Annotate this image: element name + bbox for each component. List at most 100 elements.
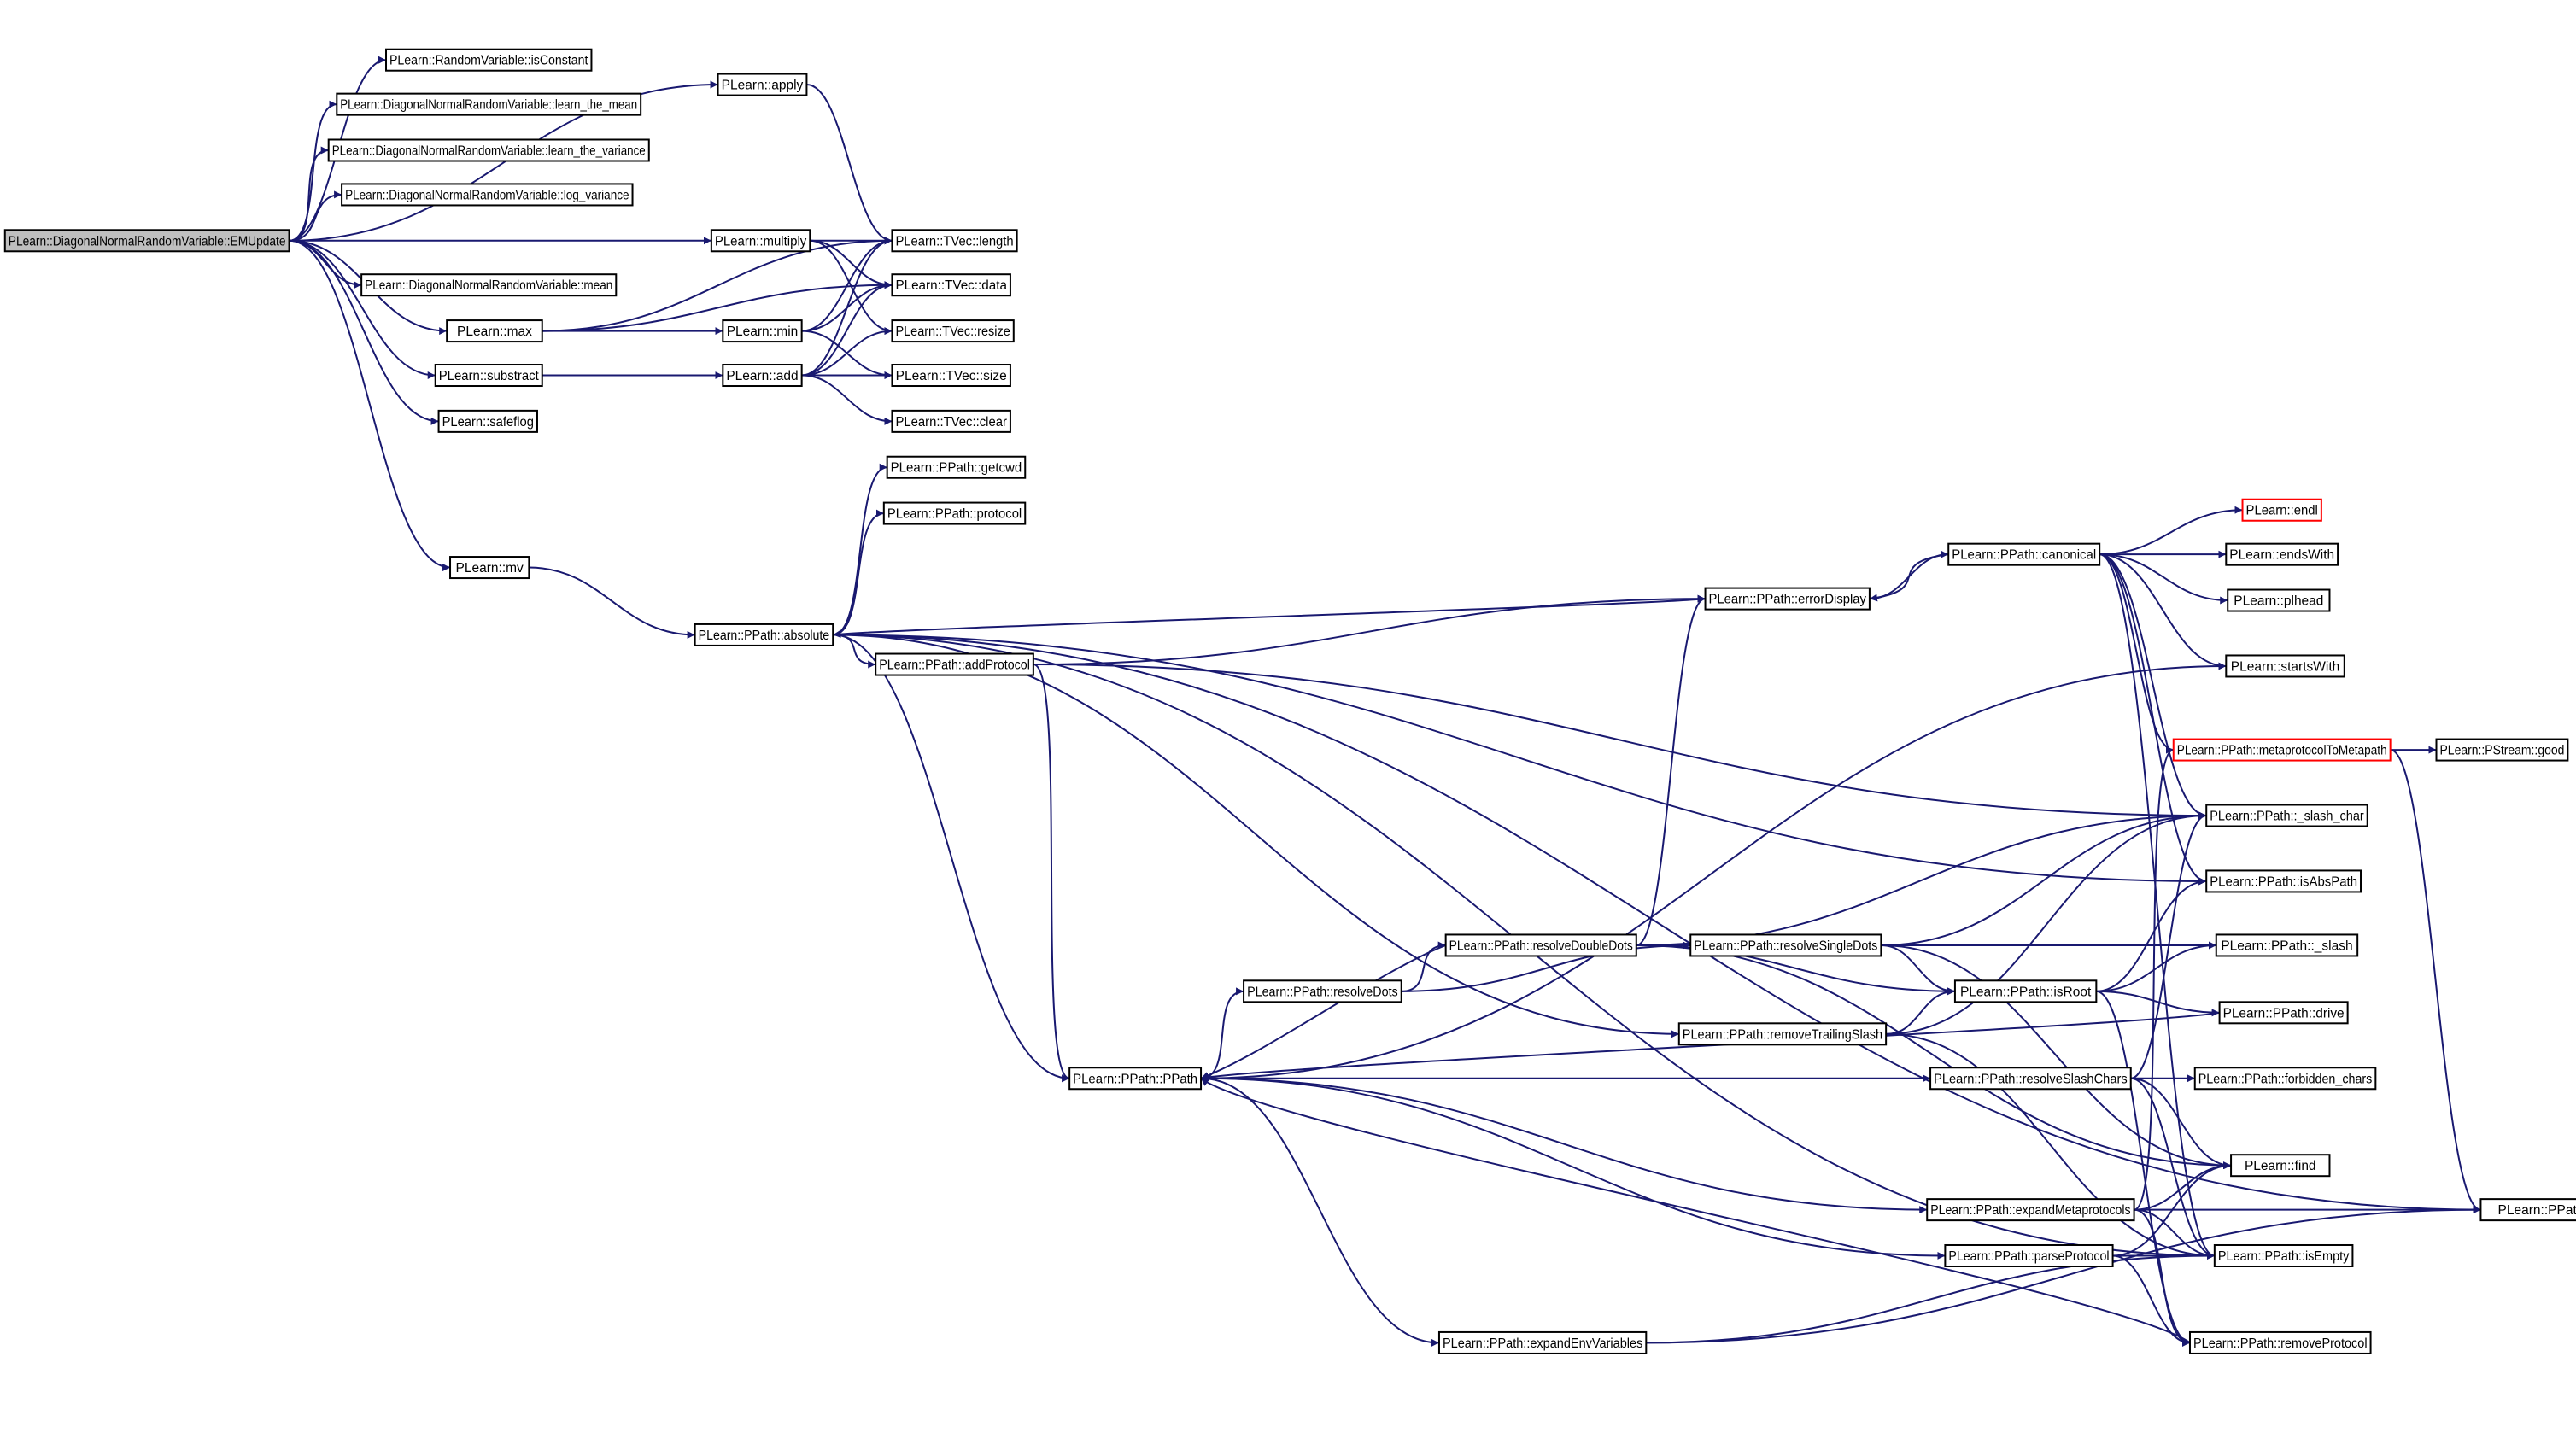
- call-edge-resolvedoubledots-to-find: [1636, 944, 2232, 1170]
- node-removeprotocol[interactable]: PLearn::PPath::removeProtocol: [2188, 1330, 2372, 1354]
- node-expandmeta[interactable]: PLearn::PPath::expandMetaprotocols: [1926, 1198, 2135, 1222]
- node-isroot[interactable]: PLearn::PPath::isRoot: [1953, 979, 2098, 1003]
- node-box: [385, 48, 593, 72]
- call-edge-add-to-clear: [801, 374, 893, 425]
- node-isempty[interactable]: PLearn::PPath::isEmpty: [2213, 1243, 2354, 1267]
- node-label: PLearn::DiagonalNormalRandomVariable::le…: [332, 143, 646, 158]
- node-learnvar[interactable]: PLearn::DiagonalNormalRandomVariable::le…: [327, 138, 650, 162]
- node-clear[interactable]: PLearn::TVec::clear: [891, 409, 1011, 433]
- node-box: [3, 229, 290, 253]
- node-box: [891, 319, 1015, 343]
- node-find[interactable]: PLearn::find: [2230, 1154, 2331, 1178]
- node-resolveslashchars[interactable]: PLearn::PPath::resolveSlashChars: [1929, 1067, 2132, 1091]
- node-protocol[interactable]: PLearn::PPath::protocol: [882, 501, 1027, 525]
- node-data[interactable]: PLearn::TVec::data: [891, 273, 1011, 297]
- call-edge-resolvedots-to-resolvedoubledots: [1401, 941, 1446, 992]
- node-add[interactable]: PLearn::add: [722, 364, 803, 388]
- node-apply[interactable]: PLearn::apply: [717, 73, 808, 96]
- node-resize[interactable]: PLearn::TVec::resize: [891, 319, 1015, 343]
- call-edge-canonical-to-slashchar: [2099, 553, 2207, 820]
- node-box: [2479, 1198, 2576, 1222]
- node-removetrailingslash[interactable]: PLearn::PPath::removeTrailingSlash: [1677, 1022, 1888, 1046]
- call-edge-removetrailingslash-to-slashchar: [1886, 811, 2207, 1035]
- node-label: PLearn::DiagonalNormalRandomVariable::EM…: [9, 234, 286, 249]
- node-label: PLearn::PPath::expandEnvVariables: [1443, 1336, 1643, 1351]
- node-label: PLearn::RandomVariable::isConstant: [389, 54, 588, 68]
- node-drive[interactable]: PLearn::PPath::drive: [2218, 1001, 2349, 1025]
- node-layer: PLearn::DiagonalNormalRandomVariable::EM…: [3, 48, 2576, 1354]
- call-edge-resolveslashchars-to-slashchar: [2130, 811, 2207, 1079]
- call-edge-isroot-to-drive: [2096, 990, 2220, 1017]
- node-resolvedoubledots[interactable]: PLearn::PPath::resolveDoubleDots: [1444, 933, 1637, 957]
- node-startswith[interactable]: PLearn::startsWith: [2225, 654, 2345, 678]
- node-forbiddenchars[interactable]: PLearn::PPath::forbidden_chars: [2193, 1067, 2377, 1091]
- node-box: [1677, 1022, 1888, 1046]
- node-substract[interactable]: PLearn::substract: [434, 364, 543, 388]
- node-getcwd[interactable]: PLearn::PPath::getcwd: [886, 455, 1027, 479]
- node-box: [2213, 1243, 2354, 1267]
- call-edge-ppath-to-parseprotocol: [1201, 1077, 1946, 1260]
- call-edge-resolvesingledots-to-find: [1881, 944, 2232, 1170]
- node-learnmean[interactable]: PLearn::DiagonalNormalRandomVariable::le…: [336, 92, 642, 116]
- node-label: PLearn::PPath::isEmpty: [2218, 1249, 2350, 1264]
- call-edge-add-to-data: [801, 281, 893, 377]
- node-canonical[interactable]: PLearn::PPath::canonical: [1947, 542, 2101, 566]
- node-label: PLearn::PPath::PPath: [1073, 1072, 1197, 1086]
- node-resolvesingledots[interactable]: PLearn::PPath::resolveSingleDots: [1689, 933, 1882, 957]
- node-length[interactable]: PLearn::TVec::length: [891, 229, 1018, 253]
- node-box: [710, 229, 811, 253]
- node-label: PLearn::plhead: [2234, 594, 2323, 609]
- node-absolute[interactable]: PLearn::PPath::absolute: [694, 623, 834, 646]
- node-endswith[interactable]: PLearn::endsWith: [2225, 542, 2339, 566]
- node-logvar[interactable]: PLearn::DiagonalNormalRandomVariable::lo…: [341, 183, 634, 207]
- node-size[interactable]: PLearn::TVec::size: [891, 364, 1011, 388]
- call-edge-canonical-to-isempty: [2099, 553, 2216, 1260]
- node-ppath[interactable]: PLearn::PPath::PPath: [1068, 1067, 1203, 1091]
- node-expandenv[interactable]: PLearn::PPath::expandEnvVariables: [1437, 1330, 1648, 1354]
- call-edge-parseprotocol-to-find: [2112, 1161, 2232, 1257]
- node-label: PLearn::DiagonalNormalRandomVariable::me…: [365, 278, 612, 293]
- call-edge-ppath-to-resolvedots: [1200, 987, 1244, 1079]
- node-multiply[interactable]: PLearn::multiply: [710, 229, 811, 253]
- node-label: PLearn::PPath::resolveDots: [1247, 985, 1398, 999]
- node-endl[interactable]: PLearn::endl: [2241, 498, 2322, 522]
- node-isabspath[interactable]: PLearn::PPath::isAbsPath: [2205, 869, 2362, 893]
- node-box: [2218, 1001, 2349, 1025]
- node-mean[interactable]: PLearn::DiagonalNormalRandomVariable::me…: [360, 273, 618, 297]
- call-edge-removetrailingslash-to-isroot: [1886, 987, 1955, 1035]
- node-box: [1243, 979, 1402, 1003]
- node-mv[interactable]: PLearn::mv: [449, 556, 530, 580]
- node-label: PLearn::PPath::expandMetaprotocols: [1930, 1203, 2131, 1218]
- node-box: [875, 652, 1034, 676]
- node-label: PLearn::PPath::drive: [2223, 1006, 2345, 1020]
- call-edge-expandmeta-to-metaproto: [2134, 746, 2175, 1211]
- node-slashchar[interactable]: PLearn::PPath::_slash_char: [2205, 804, 2368, 827]
- node-plhead[interactable]: PLearn::plhead: [2227, 588, 2331, 612]
- node-good[interactable]: PLearn::PStream::good: [2435, 738, 2569, 762]
- call-edge-emupdate-to-substract: [289, 239, 436, 379]
- call-edge-parseprotocol-to-removeprotocol: [2112, 1254, 2191, 1347]
- node-min[interactable]: PLearn::min: [722, 319, 803, 343]
- node-addprotocol[interactable]: PLearn::PPath::addProtocol: [875, 652, 1034, 676]
- node-box: [1704, 587, 1871, 611]
- call-edge-resolveslashchars-to-isempty: [2130, 1077, 2215, 1260]
- call-edge-resolvedoubledots-to-slashchar: [1636, 811, 2207, 946]
- node-label: PLearn::startsWith: [2231, 659, 2340, 674]
- node-safeflog[interactable]: PLearn::safeflog: [437, 409, 538, 433]
- node-box: [1944, 1243, 2114, 1267]
- node-metaproto[interactable]: PLearn::PPath::metaprotocolToMetapath: [2172, 738, 2392, 762]
- call-edge-errordisplay-to-absolute: [833, 598, 1706, 638]
- node-errordisplay[interactable]: PLearn::PPath::errorDisplay: [1704, 587, 1871, 611]
- node-isconstant[interactable]: PLearn::RandomVariable::isConstant: [385, 48, 593, 72]
- node-box: [717, 73, 808, 96]
- node-resolvedots[interactable]: PLearn::PPath::resolveDots: [1243, 979, 1402, 1003]
- node-box: [694, 623, 834, 646]
- node-label: PLearn::PPath::_slash_char: [2210, 810, 2364, 824]
- node-emupdate[interactable]: PLearn::DiagonalNormalRandomVariable::EM…: [3, 229, 290, 253]
- node-max[interactable]: PLearn::max: [446, 319, 543, 343]
- call-edge-resolvesingledots-to-slashchar: [1881, 811, 2207, 946]
- node-getenv[interactable]: PLearn::PPath::getenv: [2479, 1198, 2576, 1222]
- node-slash[interactable]: PLearn::PPath::_slash: [2215, 933, 2359, 957]
- node-box: [2241, 498, 2322, 522]
- node-parseprotocol[interactable]: PLearn::PPath::parseProtocol: [1944, 1243, 2114, 1267]
